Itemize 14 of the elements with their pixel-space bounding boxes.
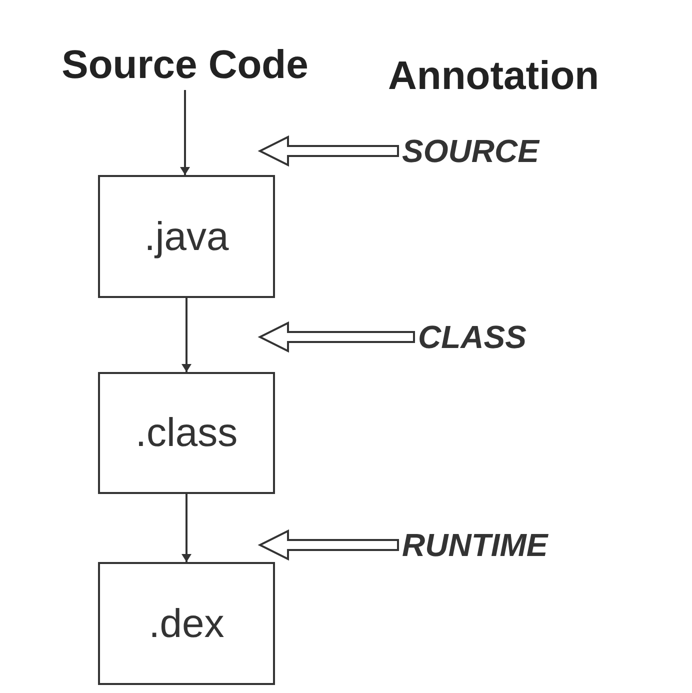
retention-label: SOURCE [402,128,539,174]
process-box: .java [98,175,275,298]
hollow-arrow [258,529,399,561]
process-box: .class [98,372,275,494]
retention-label: CLASS [418,314,526,360]
process-box: .dex [98,562,275,685]
source-code-label: Source Code [35,40,335,90]
arrow [182,298,192,372]
hollow-arrow [258,135,399,167]
arrow [182,494,192,562]
retention-label: RUNTIME [402,522,548,568]
hollow-arrow [258,321,415,353]
column-heading: Annotation [388,53,600,100]
arrow [180,90,190,175]
